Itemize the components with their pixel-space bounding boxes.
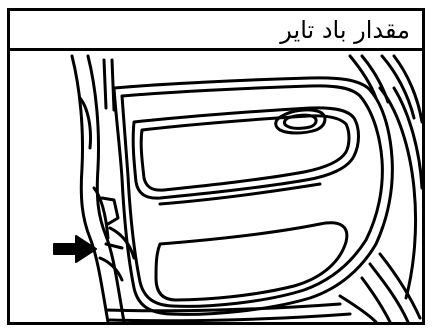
diagram-title: مقدار باد تاير <box>280 14 410 46</box>
diagram-frame: مقدار باد تاير <box>7 8 425 325</box>
title-bar: مقدار باد تاير <box>10 11 422 51</box>
door-latch <box>94 188 134 280</box>
door-pocket <box>156 223 347 300</box>
car-door-illustration <box>10 48 422 322</box>
door-handle <box>276 110 325 133</box>
door-pillar <box>72 56 124 322</box>
